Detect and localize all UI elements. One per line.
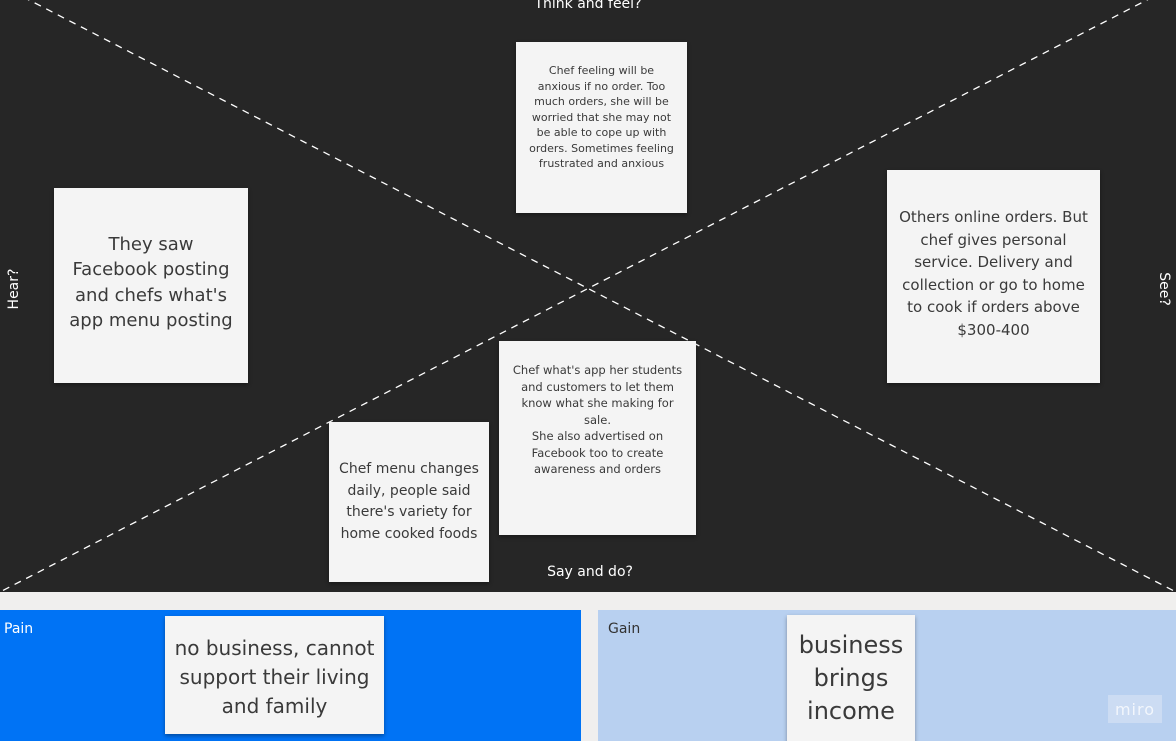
sticky-note-gain[interactable]: business brings income: [787, 615, 915, 741]
sticky-note-pain[interactable]: no business, cannot support their living…: [165, 616, 384, 734]
sticky-note-say[interactable]: Chef what's app her students and custome…: [499, 341, 696, 535]
see-label: See?: [1156, 272, 1172, 306]
empathy-map-panel: Think and feel? Hear? See? Say and do? C…: [0, 0, 1176, 592]
say-and-do-label: Say and do?: [547, 564, 633, 580]
pain-title: Pain: [4, 621, 34, 637]
sticky-note-hear[interactable]: They saw Facebook posting and chefs what…: [54, 188, 248, 383]
gain-panel: Gain business brings income miro: [598, 610, 1176, 741]
sticky-note-menu[interactable]: Chef menu changes daily, people said the…: [329, 422, 489, 582]
miro-logo: miro: [1108, 695, 1162, 723]
pain-panel: Pain no business, cannot support their l…: [0, 610, 581, 741]
think-and-feel-label: Think and feel?: [534, 0, 642, 12]
sticky-note-think[interactable]: Chef feeling will be anxious if no order…: [516, 42, 687, 213]
hear-label: Hear?: [6, 268, 22, 310]
sticky-note-see[interactable]: Others online orders. But chef gives per…: [887, 170, 1100, 383]
gain-title: Gain: [608, 621, 641, 637]
